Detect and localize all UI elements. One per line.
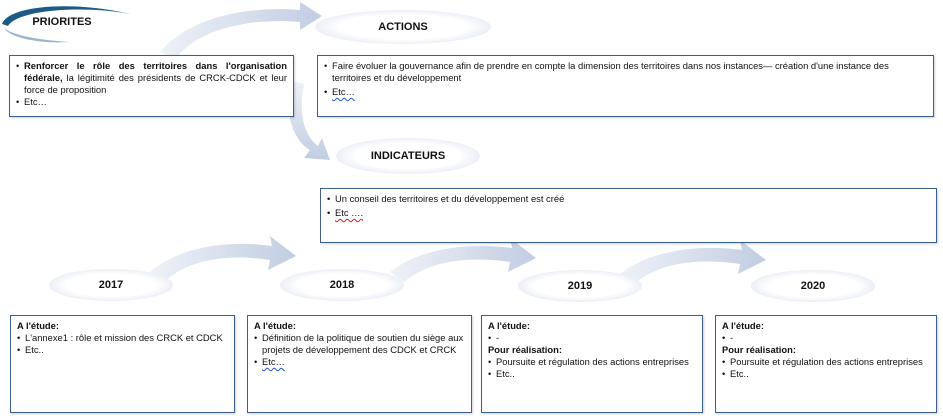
year-label-2017: 2017	[98, 279, 124, 291]
year-box-2017: A l'étude: L'annexe1 : rôle et mission d…	[10, 315, 235, 413]
year-ellipse-2017	[49, 269, 173, 301]
actions-etc: Etc…	[324, 86, 927, 98]
actions-ellipse	[315, 10, 491, 44]
year-ellipse-2018	[280, 269, 404, 301]
priorites-item: Renforcer le rôle des territoires dans l…	[16, 60, 287, 96]
actions-item: Faire évoluer la gouvernance afin de pre…	[324, 60, 927, 84]
list-item: L'annexe1 : rôle et mission des CRCK et …	[17, 332, 228, 344]
priorites-etc: Etc…	[16, 96, 287, 108]
etude-label: A l'étude:	[17, 320, 59, 331]
year-label-2020: 2020	[800, 280, 826, 292]
year-ellipse-2020	[751, 270, 875, 302]
etude-label: A l'étude:	[488, 320, 530, 331]
etude-label: A l'étude:	[254, 320, 296, 331]
list-item: Etc..	[17, 344, 228, 356]
year-label-2019: 2019	[567, 280, 593, 292]
priorites-title: PRIORITES	[32, 16, 92, 28]
actions-title: ACTIONS	[378, 21, 428, 33]
year-box-2020: A l'étude: - Pour réalisation: Poursuite…	[715, 315, 937, 413]
priorites-item-bold: Renforcer le rôle des territoires dans l…	[24, 60, 287, 83]
year-label-2018: 2018	[329, 279, 355, 291]
arrow-2018-to-2019	[390, 238, 536, 282]
list-item: -	[488, 332, 696, 344]
indicateurs-item: Un conseil des territoires et du dévelop…	[327, 193, 930, 205]
indicateurs-box: Un conseil des territoires et du dévelop…	[320, 188, 937, 243]
actions-box: Faire évoluer la gouvernance afin de pre…	[317, 55, 934, 117]
arrow-to-indicateurs	[288, 80, 330, 160]
arrow-2017-to-2018	[150, 236, 296, 282]
priorites-box: Renforcer le rôle des territoires dans l…	[9, 55, 294, 117]
list-item: Poursuite et régulation des actions entr…	[488, 356, 696, 368]
etude-label: A l'étude:	[722, 320, 764, 331]
list-item: Poursuite et régulation des actions entr…	[722, 356, 930, 368]
list-item: Etc..	[488, 368, 696, 380]
indicateurs-ellipse	[336, 138, 480, 174]
list-item: Etc…	[254, 356, 465, 368]
indicateurs-etc: Etc ….	[327, 207, 930, 219]
list-item: -	[722, 332, 930, 344]
list-item: Etc..	[722, 368, 930, 380]
indicateurs-title: INDICATEURS	[370, 150, 446, 162]
realisation-label: Pour réalisation:	[488, 344, 562, 355]
list-item: Définition de la politique de soutien du…	[254, 332, 465, 356]
arrow-2019-to-2020	[620, 240, 766, 284]
year-box-2019: A l'étude: - Pour réalisation: Poursuite…	[481, 315, 703, 413]
realisation-label: Pour réalisation:	[722, 344, 796, 355]
arrow-priorites-to-actions	[160, 2, 322, 58]
year-ellipse-2019	[518, 270, 642, 302]
year-box-2018: A l'étude: Définition de la politique de…	[247, 315, 472, 413]
priorites-ellipse	[1, 6, 131, 43]
priorites-item-rest: la légitimité des présidents de CRCK-CDC…	[24, 72, 287, 95]
